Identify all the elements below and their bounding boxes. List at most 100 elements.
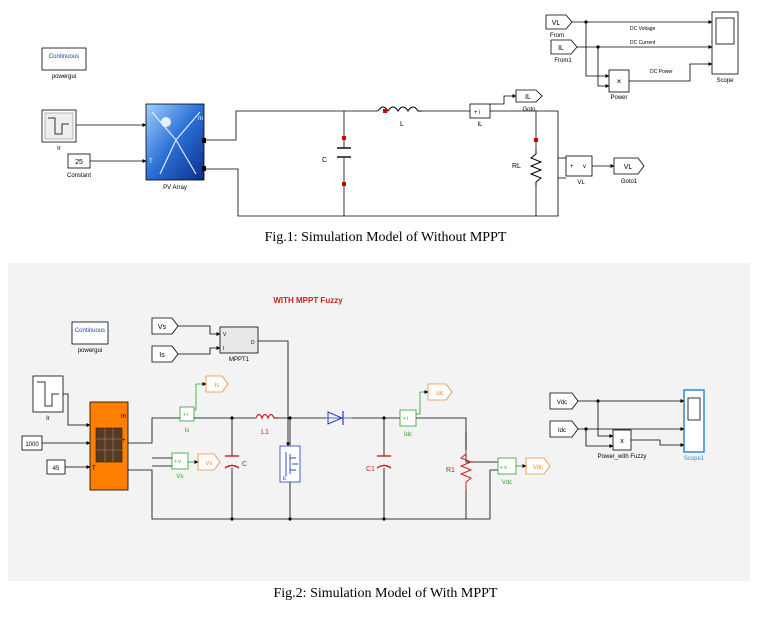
idc-measurement-block[interactable]: + i Idc: [399, 409, 417, 438]
constant-45-block[interactable]: 45: [46, 459, 66, 475]
inductor-l[interactable]: L: [377, 106, 422, 128]
scope1-block[interactable]: Scope1: [683, 389, 705, 462]
voltage-measurement-vl[interactable]: + v VL: [565, 155, 593, 186]
goto-is-tag: Is: [215, 383, 220, 389]
goto-vl-tag: VL: [624, 164, 633, 171]
from-idc-tag: Idc: [558, 428, 566, 434]
mppt-out-d: D: [251, 340, 255, 346]
irradiance2-block[interactable]: Ir: [32, 375, 64, 422]
svg-text:+ i: + i: [183, 412, 188, 418]
resistor2-r1-label: R1: [446, 467, 455, 474]
scope-label: Scope: [716, 78, 734, 84]
mosfet-block[interactable]: E: [279, 445, 301, 483]
inductor-l-label: L: [400, 121, 404, 128]
mppt-in-i: I: [223, 346, 224, 352]
from-il-tag: IL: [558, 45, 564, 52]
fig2-mppt-lines: [178, 325, 290, 447]
constant-value: 25: [75, 159, 83, 166]
figure-1: Continuous powergui Ir 25 Constant m T P…: [41, 11, 739, 217]
goto-idc-block[interactable]: Idc: [427, 383, 453, 401]
product-power-block[interactable]: × Power: [608, 69, 630, 101]
pv-array-block[interactable]: m T PV Array: [145, 103, 206, 191]
capacitor2-c1-label: C1: [366, 466, 375, 473]
inductor2-l1-label: L1: [261, 429, 269, 436]
powergui2-label: powergui: [78, 348, 102, 354]
figure-2-caption: Fig.2: Simulation Model of With MPPT: [273, 586, 498, 601]
voltage-measurement-vl-label: VL: [577, 180, 585, 186]
signal-dc-power: DC Power: [650, 69, 673, 75]
product-fuzzy-label: Power_with Fuzzy: [598, 454, 647, 460]
capacitor2-c1[interactable]: C1: [366, 455, 392, 473]
svg-text:+ i: + i: [474, 110, 481, 116]
current-measurement-il[interactable]: + i IL: [469, 103, 491, 128]
resistor2-r1[interactable]: R1: [446, 450, 473, 490]
from-vdc-block[interactable]: Vdc: [549, 392, 579, 410]
figure-1-caption: Fig.1: Simulation Model of Without MPPT: [264, 230, 507, 245]
from-idc-block[interactable]: Idc: [549, 420, 579, 438]
pv-array2-block[interactable]: m + T: [89, 401, 129, 491]
constant-1000-block[interactable]: 1000: [21, 435, 43, 451]
capacitor2-c[interactable]: C: [224, 455, 247, 469]
fig2-input-lines: [42, 393, 91, 469]
capacitor-c[interactable]: C: [322, 136, 351, 186]
signal-dc-voltage: DC Voltage: [630, 26, 656, 32]
powergui-block[interactable]: Continuous powergui: [41, 47, 87, 80]
goto-is-block[interactable]: Is: [205, 375, 229, 393]
mppt-block[interactable]: V I D MPPT1: [219, 326, 259, 363]
goto-vs-tag: Vs: [205, 461, 212, 467]
irradiance2-label: Ir: [46, 416, 50, 422]
constant-label: Constant: [67, 173, 91, 179]
idc-measurement-label: Idc: [404, 432, 412, 438]
voltage-measurement-v: v: [583, 164, 586, 170]
circuit-2-wires: [128, 417, 498, 520]
vdc-measurement-block[interactable]: + v Vdc: [497, 457, 517, 486]
svg-text:E: E: [283, 476, 287, 482]
pv2-port-plus: +: [122, 438, 126, 444]
pv-array-label: PV Array: [163, 185, 187, 191]
from-il-label: From1: [554, 58, 572, 64]
mppt-label: MPPT1: [229, 357, 250, 363]
constant-45-value: 45: [53, 466, 60, 472]
from-vs-tag: Vs: [158, 324, 167, 331]
resistor-rl-label: RL: [512, 163, 521, 170]
signal-dc-current: DC Current: [630, 40, 656, 46]
pv2-port-T: T: [92, 466, 96, 472]
powergui-block-text: Continuous: [49, 54, 79, 60]
powergui-label: powergui: [52, 74, 76, 80]
constant-block[interactable]: 25 Constant: [67, 153, 91, 179]
from-il-block[interactable]: IL From1: [550, 39, 578, 64]
goto-vl-block[interactable]: VL Goto1: [613, 157, 645, 185]
mppt-in-v: V: [223, 332, 227, 338]
goto-il-block[interactable]: IL Goto: [515, 89, 543, 113]
goto-il-label: Goto: [522, 107, 536, 113]
inductor2-l1[interactable]: L1: [255, 413, 278, 437]
goto-vs-block[interactable]: Vs: [197, 453, 221, 471]
from-vdc-tag: Vdc: [557, 400, 567, 406]
svg-text:+ v: + v: [174, 459, 181, 465]
diode-block[interactable]: [326, 411, 352, 425]
from-vs-block[interactable]: Vs: [151, 317, 179, 335]
goto-idc-tag: Idc: [436, 391, 444, 397]
powergui2-block-text: Continuous: [75, 328, 105, 334]
is-measurement-block[interactable]: + i Is: [179, 406, 195, 434]
product-power-symbol: ×: [617, 77, 622, 86]
from-vl-block[interactable]: VL From: [545, 14, 573, 39]
irradiance-label: Ir: [57, 146, 61, 152]
irradiance-block[interactable]: Ir: [41, 109, 77, 152]
fig2-scope-lines: [578, 399, 685, 448]
from-is-block[interactable]: Is: [151, 345, 179, 363]
fig2-background: [8, 263, 750, 581]
pv2-port-m: m: [121, 414, 126, 420]
from-is-tag: Is: [159, 352, 165, 359]
powergui2-block[interactable]: Continuous powergui: [71, 321, 109, 354]
goto-vdc-block[interactable]: Vdc: [525, 457, 551, 475]
vs-measurement-block[interactable]: + v Vs: [171, 452, 189, 480]
scope-block[interactable]: Scope: [711, 11, 739, 84]
is-measurement-label: Is: [185, 428, 190, 434]
resistor-rl[interactable]: RL: [512, 138, 543, 186]
capacitor2-c-label: C: [242, 461, 247, 468]
goto-vl-label: Goto1: [621, 179, 638, 185]
voltage-measurement-plus: +: [570, 164, 574, 170]
fig2-title: WITH MPPT Fuzzy: [273, 296, 343, 305]
